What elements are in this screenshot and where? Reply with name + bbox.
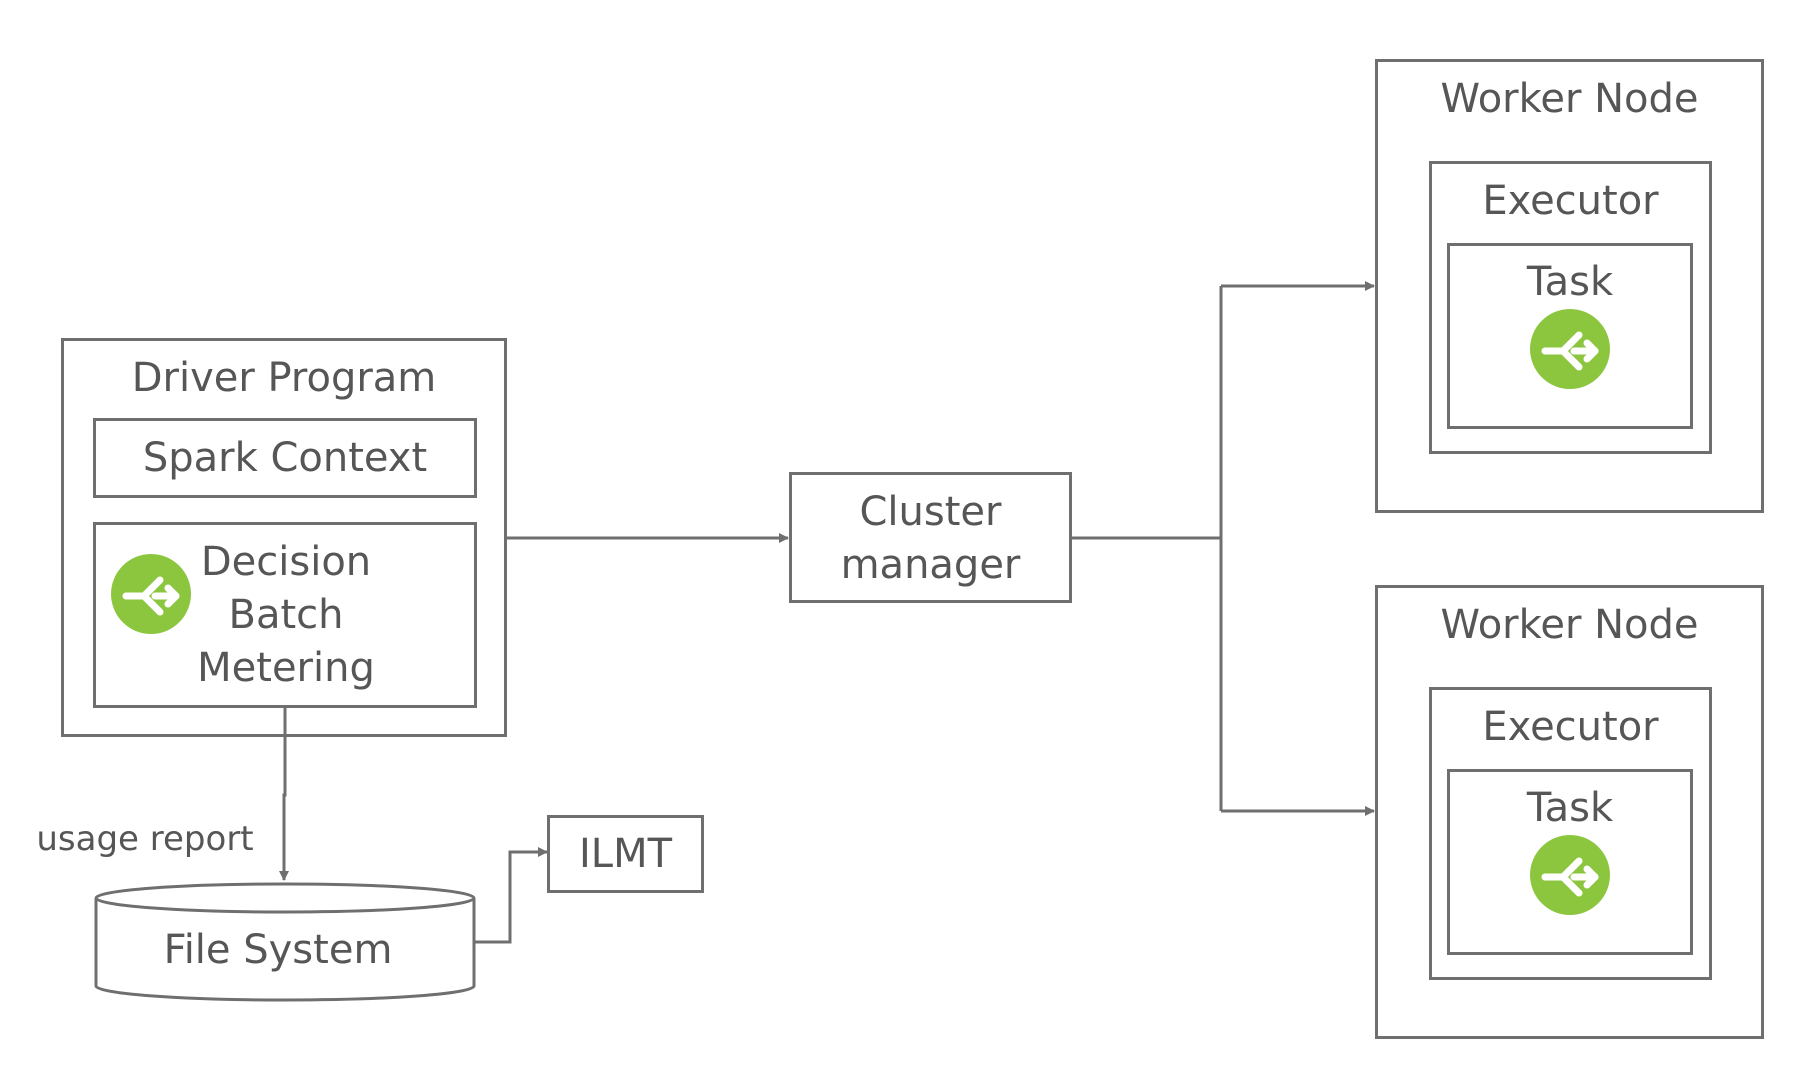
decision-batch-metering-box bbox=[93, 522, 477, 708]
spark-context-box bbox=[93, 418, 477, 498]
worker-node-title: Worker Node bbox=[1440, 76, 1699, 122]
task-title: Task bbox=[1526, 259, 1614, 305]
worker-node-title: Worker Node bbox=[1440, 602, 1699, 648]
cluster-manager-line-1: Cluster bbox=[859, 489, 1002, 535]
task-box bbox=[1447, 243, 1693, 429]
branch-merge-icon bbox=[1530, 309, 1610, 389]
ilmt-box bbox=[547, 815, 704, 893]
usage-report-label: usage report bbox=[36, 819, 254, 859]
spark-context-label: Spark Context bbox=[142, 435, 428, 481]
task-box bbox=[1447, 769, 1693, 955]
branch-merge-icon bbox=[1530, 835, 1610, 915]
cluster-manager-box bbox=[789, 472, 1072, 603]
worker-node-box bbox=[1375, 585, 1764, 1039]
arrow-filesystem-to-ilmt bbox=[475, 847, 548, 944]
driver-program-box bbox=[61, 338, 507, 737]
executor-box bbox=[1429, 687, 1712, 980]
file-system-database bbox=[94, 882, 476, 1002]
driver-program-title: Driver Program bbox=[131, 355, 437, 401]
arrow-metering-to-filesystem bbox=[279, 707, 289, 881]
file-system-label: File System bbox=[163, 927, 393, 973]
worker-node-box bbox=[1375, 59, 1764, 513]
cluster-manager-line-2: manager bbox=[840, 542, 1021, 588]
metering-line-2: Batch bbox=[228, 592, 344, 638]
metering-line-1: Decision bbox=[200, 539, 372, 585]
ilmt-label: ILMT bbox=[578, 831, 673, 877]
executor-box bbox=[1429, 161, 1712, 454]
metering-line-3: Metering bbox=[197, 645, 375, 691]
branch-merge-icon bbox=[111, 554, 191, 634]
executor-title: Executor bbox=[1482, 178, 1659, 224]
task-title: Task bbox=[1526, 785, 1614, 831]
executor-title: Executor bbox=[1482, 704, 1659, 750]
